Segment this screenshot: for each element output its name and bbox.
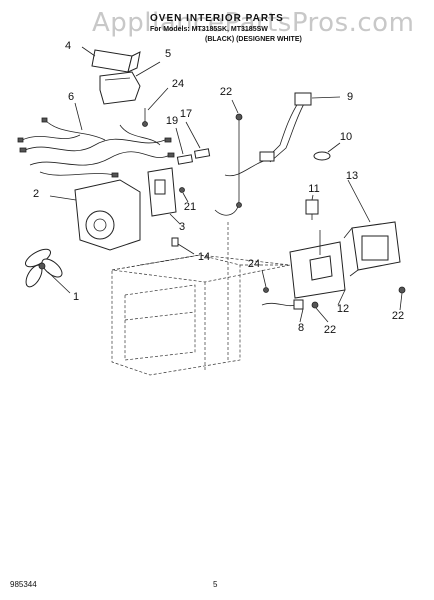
callout-label: 9 <box>346 91 354 103</box>
screw-parts-22 <box>311 286 406 323</box>
callout-label: 8 <box>297 322 305 334</box>
thermal-fuse-part <box>261 299 304 323</box>
screw-part-24-lower <box>261 269 269 293</box>
callout-label: 1 <box>72 291 80 303</box>
callout-label: 24 <box>171 78 185 90</box>
callout-label: 13 <box>345 170 359 182</box>
fan-blade-part <box>25 248 71 294</box>
callout-label: 22 <box>391 310 405 322</box>
magnetron-bracket-part <box>289 230 346 306</box>
callout-label: 17 <box>179 108 193 120</box>
oven-cavity-outline <box>111 222 291 376</box>
callout-label: 3 <box>178 221 186 233</box>
callout-label: 12 <box>336 303 350 315</box>
callout-label: 14 <box>197 251 211 263</box>
diagram-title: OVEN INTERIOR PARTS <box>150 13 284 24</box>
callout-label: 10 <box>339 131 353 143</box>
model-line: For Models: MT3185SK, MT3185SW <box>150 26 268 33</box>
callout-label: 6 <box>67 91 75 103</box>
fan-motor-housing-part <box>49 179 141 251</box>
power-cord-part <box>259 92 341 163</box>
wire-harness-part <box>17 102 175 178</box>
callout-label: 5 <box>164 48 172 60</box>
callout-label: 24 <box>247 258 261 270</box>
diode-part <box>305 194 319 220</box>
variant-line: (BLACK) (DESIGNER WHITE) <box>205 36 302 43</box>
callout-label: 22 <box>219 86 233 98</box>
capacitor-bracket-part <box>99 61 161 105</box>
page-number: 5 <box>213 580 218 589</box>
callout-label: 4 <box>64 40 72 52</box>
capacitor-part <box>81 46 141 73</box>
callout-label: 19 <box>165 115 179 127</box>
screw-part-24-top <box>142 87 169 127</box>
callout-label: 2 <box>32 188 40 200</box>
callout-label: 21 <box>183 201 197 213</box>
callout-label: 11 <box>308 183 320 195</box>
transformer-part <box>343 179 401 277</box>
doc-number: 985344 <box>10 580 37 589</box>
watermark: AppliancePartsPros.com <box>92 8 415 38</box>
fuse-parts <box>175 121 211 165</box>
door-switch-part <box>147 167 189 225</box>
thermal-cutout-part <box>313 142 341 161</box>
callout-label: 22 <box>323 324 337 336</box>
clip-part <box>171 237 195 255</box>
